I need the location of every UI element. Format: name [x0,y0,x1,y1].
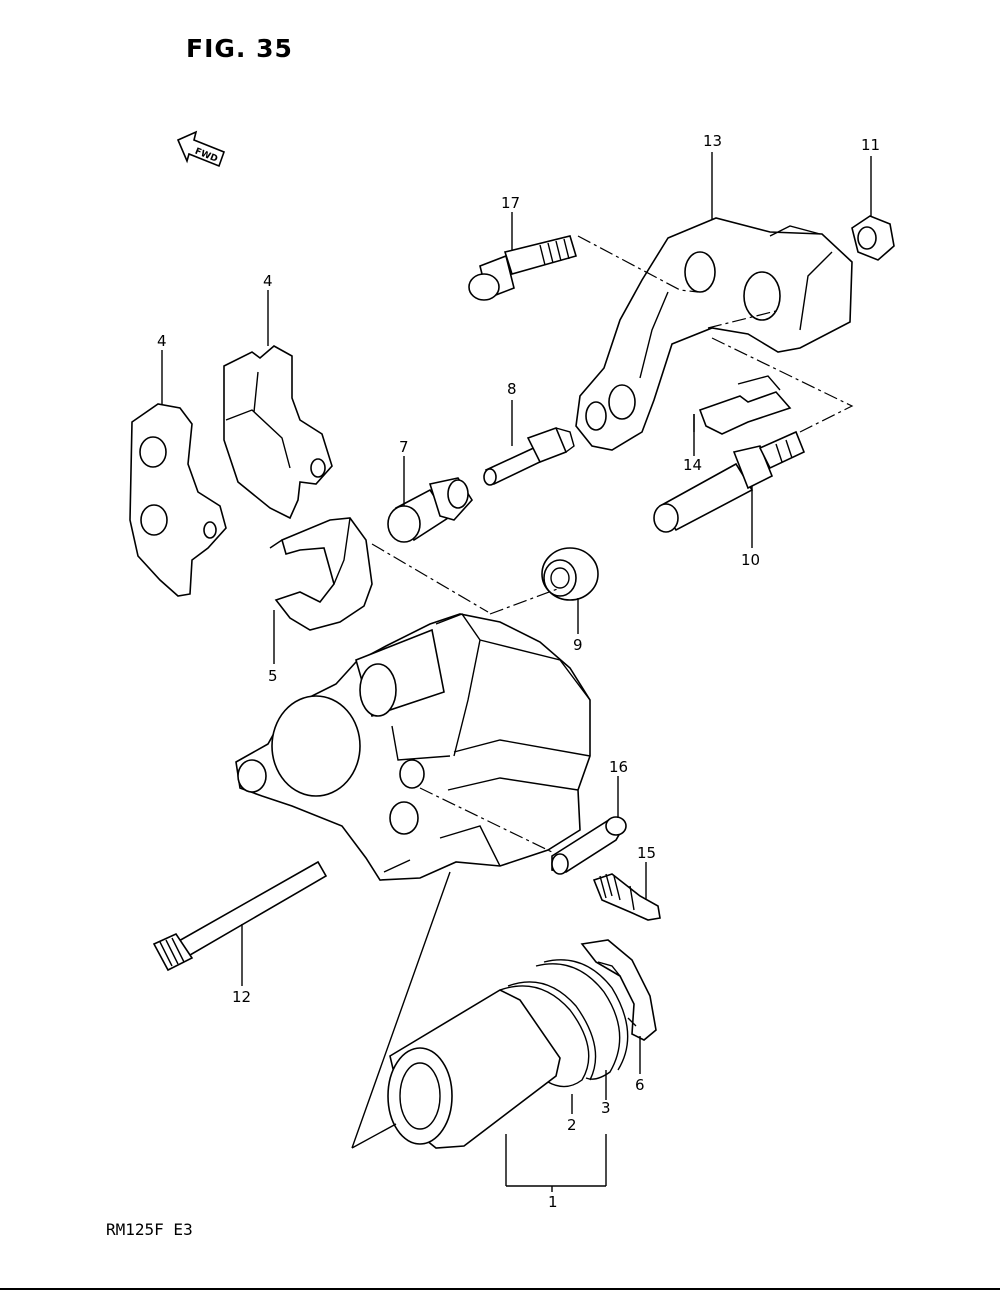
callout-11: 11 [861,136,880,154]
part-4-shim [129,403,227,597]
callout-5: 5 [268,667,278,685]
callout-10: 10 [741,551,760,569]
callout-3: 3 [601,1099,611,1117]
part-12-pin [152,860,328,972]
part-13-bracket [575,217,853,451]
callout-4-pad: 4 [263,272,273,290]
part-9-seal [541,547,599,601]
part-8-pin [483,426,575,486]
part-16-cap [551,816,627,875]
part-15-bleeder [592,873,661,921]
callout-6: 6 [635,1076,645,1094]
callout-12: 12 [232,988,251,1006]
callout-15: 15 [637,844,656,862]
callout-1: 1 [548,1193,558,1211]
part-1-piston [387,989,561,1149]
part-2-seal [499,981,597,1088]
callout-7: 7 [399,438,409,456]
part-14-spring [693,375,792,435]
callouts: 1 2 3 4 4 5 6 7 8 9 10 11 12 13 14 15 16… [157,132,880,1211]
part-7-boot [387,477,474,543]
assembly-lines [351,235,854,1149]
callout-14: 14 [683,456,702,474]
callout-4-shim: 4 [157,332,167,350]
part-11-nut [851,215,895,261]
caliper-body [235,613,591,881]
leader-lines [161,152,872,1192]
model-code: RM125F E3 [106,1220,193,1239]
callout-2: 2 [567,1116,577,1134]
part-6-circlip [580,939,657,1041]
part-10-pin [653,430,806,533]
part-3-seal [535,959,629,1080]
callout-8: 8 [507,380,517,398]
callout-16: 16 [609,758,628,776]
bottom-rule [0,1288,1000,1290]
part-17-bolt [468,235,578,301]
callout-13: 13 [703,132,722,150]
callout-17: 17 [501,194,520,212]
part-4-pad [223,345,333,520]
figure-title: FIG. 35 [186,34,293,63]
forward-arrow-icon: FWD [176,130,226,168]
part-5-retainer [269,517,373,631]
callout-9: 9 [573,636,583,654]
